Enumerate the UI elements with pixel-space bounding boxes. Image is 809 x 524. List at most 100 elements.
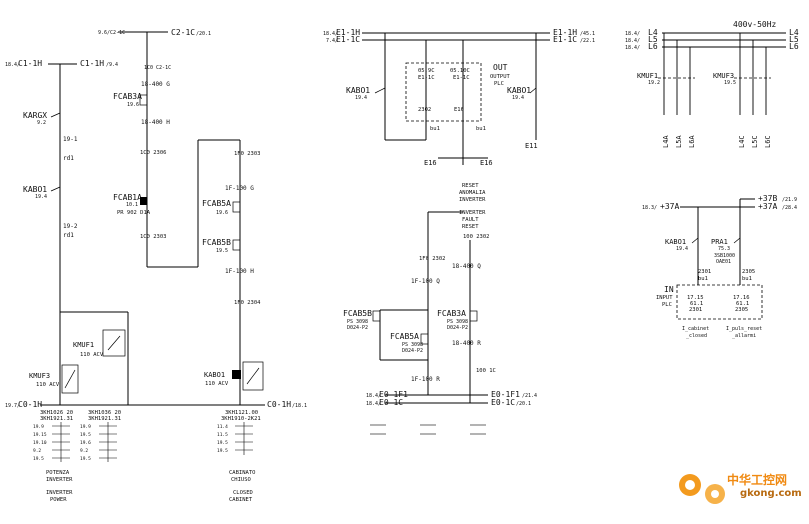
fcab1a-part: PR 902 D1A <box>117 210 151 216</box>
kabo1-b-ref: 19.4 <box>512 95 524 101</box>
c0-left-ref: 19.7/ <box>5 403 20 409</box>
wire-2305-bu1: bu1 <box>742 276 752 282</box>
svg-text:19.5: 19.5 <box>217 440 228 446</box>
in-b3: 2305 <box>735 307 748 313</box>
pra1-contact <box>733 237 741 244</box>
out-l4c: L4C <box>738 135 746 148</box>
fcab5a-m-label: FCAB5A <box>390 332 419 341</box>
svg-text:11.5: 11.5 <box>217 432 228 438</box>
e0-1f1-right-label: E0-1F1 <box>491 390 520 399</box>
wire-2301: 2301 <box>698 269 711 275</box>
e0-1c-label: E0-1C <box>379 398 403 407</box>
svg-text:19.5: 19.5 <box>80 432 91 438</box>
p37a-left-ref: 18.3/ <box>642 205 657 211</box>
fcab3a-m-part-a: PS 3098 <box>447 319 468 325</box>
out-l4a: L4A <box>662 135 670 148</box>
svg-text:19.15: 19.15 <box>33 432 47 438</box>
l6-label: L6 <box>648 42 658 51</box>
l4-ref: 18.4/ <box>625 31 640 37</box>
svg-text:19.6: 19.6 <box>80 440 91 446</box>
wire-18-400r: 18-400 R <box>452 340 481 347</box>
l5-label: L5 <box>648 35 658 44</box>
kmuf3-label: KMUF3 <box>29 372 50 380</box>
wire-1f-100g: 1F-100 G <box>225 185 254 192</box>
in-input-label: INPUT <box>656 295 673 301</box>
out-l6c: L6C <box>764 135 772 148</box>
terms-left-b: 3KH1921.31 <box>40 416 73 422</box>
terms-mid-a: 3KH1036 20 <box>88 410 121 416</box>
kabo1-b-contact <box>529 87 537 94</box>
terminal-contacts-middle <box>370 424 486 435</box>
fcab5b-m-label: FCAB5B <box>343 309 372 318</box>
svg-text:19.9: 19.9 <box>80 424 91 430</box>
kabo1-coil-label: KABO1 <box>204 371 225 379</box>
svg-text:19.5: 19.5 <box>80 456 91 462</box>
kmuf3-r-ref: 19.5 <box>724 80 736 86</box>
kmuf3-coil-slash <box>64 369 76 389</box>
watermark-logo <box>679 474 725 504</box>
svg-text:19.5: 19.5 <box>33 456 44 462</box>
fcab3a-label: FCAB3A <box>113 92 142 101</box>
wire-18-400g: 18-400 G <box>141 81 170 88</box>
kargx-ref: 9.2 <box>37 120 46 126</box>
fcab1a-switch <box>140 197 147 205</box>
e1-1h-right-ref: /45.1 <box>580 31 595 37</box>
cap-a1: I_cabinet <box>682 326 709 332</box>
caption-inverter-en: INVERTER <box>46 490 73 496</box>
wire-18-400h: 18-400 H <box>141 119 170 126</box>
plc-b1: 05.10C <box>450 68 470 74</box>
wire-1f-100r: 1F-100 R <box>411 376 440 383</box>
reset-5: FAULT <box>462 217 479 223</box>
supply-label: 400v-50Hz <box>733 20 777 29</box>
w-c2-1c-small: 1C0 C2-1C <box>144 65 171 71</box>
terminal-contact-symbols <box>52 422 253 462</box>
svg-text:19.5: 19.5 <box>217 448 228 454</box>
fcab5a-label: FCAB5A <box>202 199 231 208</box>
l6-right-label: L6 <box>789 42 799 51</box>
in-a1: 17.15 <box>687 295 704 301</box>
caption-power-en: POWER <box>50 497 67 503</box>
out-l6a: L6A <box>688 135 696 148</box>
caption-power-it: POTENZA <box>46 470 70 476</box>
svg-text:19.9: 19.9 <box>33 424 44 430</box>
e1-1h-right-label: E1-1H <box>553 28 577 37</box>
fcab5a-ref: 19.6 <box>216 210 228 216</box>
plc-d1: E16 <box>454 107 464 113</box>
watermark-domain: gkong.com <box>740 488 802 499</box>
out-l5a: L5A <box>675 135 683 148</box>
fcab5a-m-switch <box>420 333 429 345</box>
e1-1h-left-label: E1-1H <box>336 28 360 37</box>
kmuf-phase-wires <box>663 33 767 115</box>
e1-1c-right-ref: /22.1 <box>580 38 595 44</box>
fcab3a-switch <box>139 94 148 106</box>
kabo1-b-label: KABO1 <box>507 86 531 95</box>
kabo1-left-ref: 19.4 <box>35 194 47 200</box>
p37a-left-label: +37A <box>660 202 679 211</box>
kabo1-coil-marker <box>232 370 241 379</box>
c1-left-ref: 18.4/ <box>5 62 20 68</box>
kmuf3-r-label: KMUF3 <box>713 72 734 80</box>
reset-6: RESET <box>462 224 479 230</box>
in-a2: 61.1 <box>690 301 703 307</box>
kmuf3-coil <box>61 364 79 394</box>
e16-a: E16 <box>424 159 437 167</box>
out-l5c: L5C <box>751 135 759 148</box>
e1-1c-left-label: E1-1C <box>336 35 360 44</box>
reset-2: ANOMALIA <box>459 190 486 196</box>
wire-19-1: 19-1 <box>63 136 78 143</box>
caption-inverter-it: INVERTER <box>46 477 73 483</box>
kabo1-coil <box>242 361 264 391</box>
kabo1-a-contact <box>374 87 386 94</box>
in-a3: 2301 <box>689 307 702 313</box>
kmuf1-coil <box>102 329 126 357</box>
c2-left-ref: 9.6/C2-1C <box>98 30 125 36</box>
l4-right-label: L4 <box>789 28 799 37</box>
fcab5b-ref: 19.5 <box>216 248 228 254</box>
kabo1-r-contact <box>691 237 699 244</box>
cap-a2: _closed <box>686 333 707 339</box>
kargx-label: KARGX <box>23 111 47 120</box>
in-b1: 17.16 <box>733 295 750 301</box>
c0-right-ref: /18.1 <box>292 403 307 409</box>
wire-rd1-b: rd1 <box>63 232 74 239</box>
l4-label: L4 <box>648 28 658 37</box>
